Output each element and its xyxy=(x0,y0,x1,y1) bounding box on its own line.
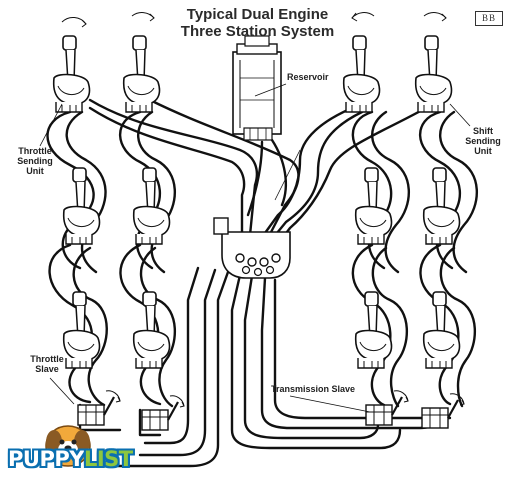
label-shift-sending-line-1: Shift xyxy=(473,126,493,136)
lever-station-mid-3 xyxy=(354,167,393,245)
hydraulic-lines xyxy=(46,98,478,468)
wordmark-puppy: PUPPY xyxy=(8,447,84,471)
label-throttle-slave-line-1: Throttle xyxy=(30,354,64,364)
rotation-arrows xyxy=(61,12,447,28)
reservoir xyxy=(232,35,282,141)
lever-station-mid-1 xyxy=(62,167,101,245)
wordmark-list: LIST xyxy=(83,447,133,471)
label-throttle-slave: Throttle Slave xyxy=(22,354,72,374)
label-shift-sending-line-2: Sending xyxy=(465,136,501,146)
dog-ear-left xyxy=(46,430,62,454)
lever-station-low-3 xyxy=(354,291,393,369)
label-throttle-sending-line-3: Unit xyxy=(26,166,44,176)
lever-station-top-2 xyxy=(122,35,161,113)
puppylist-wordmark: PUPPYLIST xyxy=(8,447,133,471)
throttle-slave-left-2 xyxy=(140,394,186,432)
label-throttle-sending-line-1: Throttle xyxy=(18,146,52,156)
dog-eye-left xyxy=(59,439,65,445)
pump-manifold xyxy=(213,217,291,279)
lever-station-low-4 xyxy=(422,291,461,369)
reservoir-pointer xyxy=(254,83,287,97)
label-transmission-slave: Transmission Slave xyxy=(270,384,356,394)
dog-ear-right xyxy=(74,430,90,454)
diagram-title-line-2: Three Station System xyxy=(180,23,335,40)
lever-station-top-4 xyxy=(414,35,453,113)
label-throttle-slave-line-2: Slave xyxy=(35,364,59,374)
lever-station-top-1 xyxy=(52,35,91,113)
label-leaders xyxy=(39,103,471,413)
label-throttle-sending-unit: Throttle Sending Unit xyxy=(10,146,60,176)
lever-station-mid-4 xyxy=(422,167,461,245)
dog-eye-right xyxy=(71,439,77,445)
label-shift-sending-unit: Shift Sending Unit xyxy=(458,126,508,156)
label-throttle-sending-line-2: Sending xyxy=(17,156,53,166)
diagram-title-line-1: Typical Dual Engine xyxy=(186,6,329,23)
puppylist-logo xyxy=(45,425,91,467)
transmission-slave-right-1 xyxy=(364,389,410,427)
corner-badge: BB xyxy=(475,11,503,26)
label-shift-sending-line-3: Unit xyxy=(474,146,492,156)
lever-station-top-3 xyxy=(342,35,381,113)
dog-nose xyxy=(64,445,72,451)
label-reservoir: Reservoir xyxy=(287,72,329,82)
